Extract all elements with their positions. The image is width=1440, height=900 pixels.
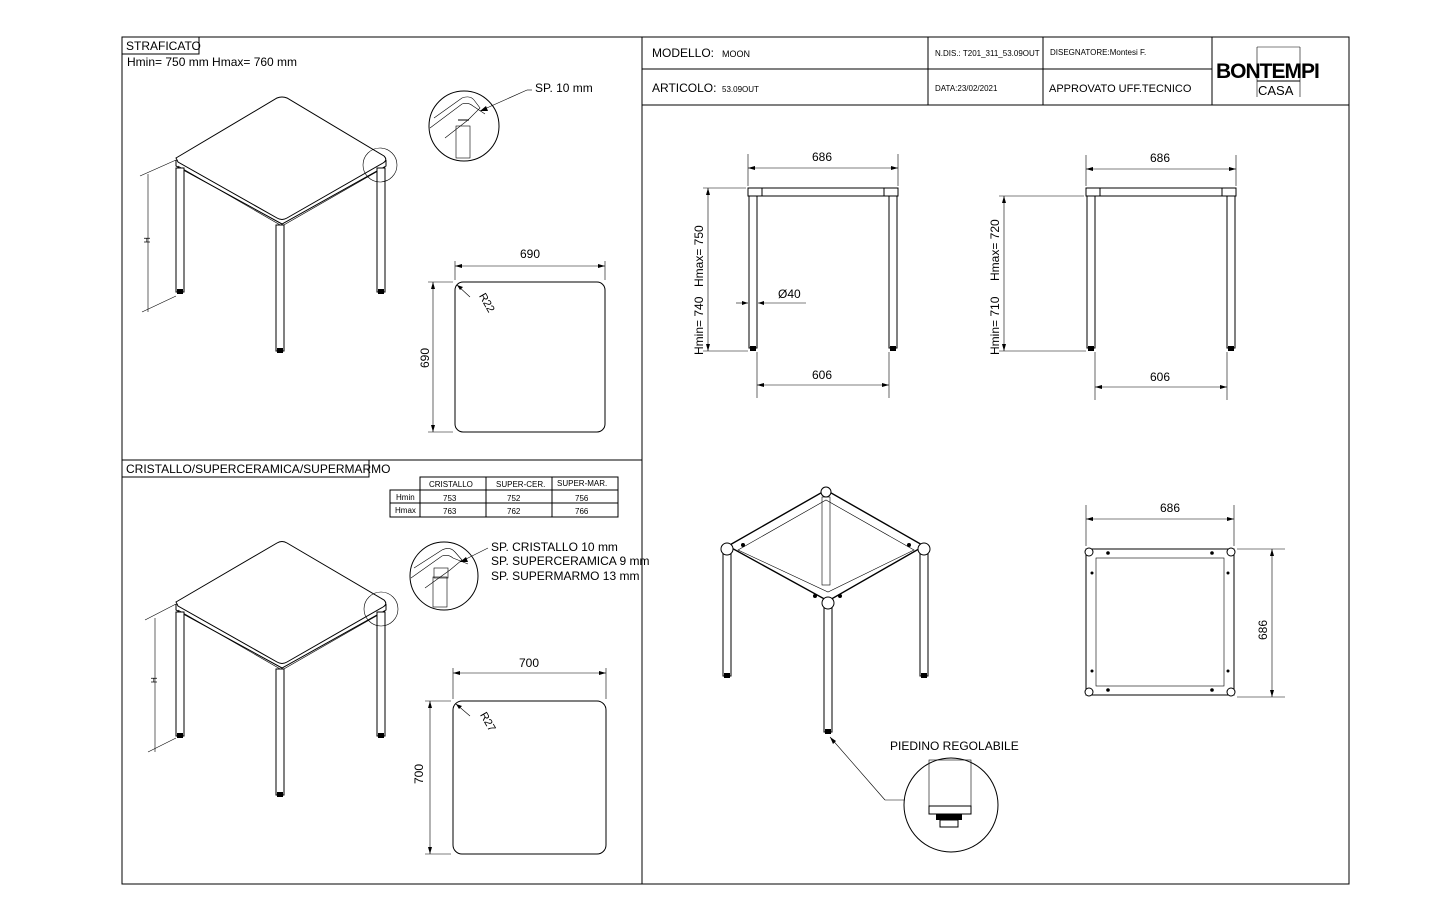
cristallo-top-depth: 700 <box>412 764 426 784</box>
strafficato-top-width: 690 <box>520 247 540 261</box>
strafficato-radius: R22 <box>476 291 496 314</box>
frame-front-view-2: 686 606 Hmax= 720 Hmin= 710 <box>988 151 1237 400</box>
cristallo-top-view: 700 700 R27 <box>412 656 607 855</box>
cristallo-h-symbol: H <box>150 677 159 683</box>
strafficato-top-depth: 690 <box>418 348 432 368</box>
table-header-2: SUPER-CER. <box>496 480 545 489</box>
table-header-3: SUPER-MAR. <box>557 479 607 488</box>
articolo-value: 53.09OUT <box>722 85 759 94</box>
modello-value: MOON <box>722 49 750 59</box>
front1-diameter: Ø40 <box>778 287 801 301</box>
table-row-hmin-label: Hmin <box>396 493 415 502</box>
frame-isometric <box>720 486 931 801</box>
table-header-1: CRISTALLO <box>429 480 473 489</box>
cristallo-radius: R27 <box>477 710 497 733</box>
strafficato-thickness: SP. 10 mm <box>535 81 593 95</box>
table-row-hmin-2: 752 <box>507 494 521 503</box>
table-row-hmax-1: 763 <box>443 507 457 516</box>
front2-hmin: Hmin= 710 <box>988 296 1002 355</box>
front2-hmax: Hmax= 720 <box>988 219 1002 281</box>
strafficato-top-view: 690 690 R22 <box>418 247 606 433</box>
bontempi-logo: BONTEMPI CASA <box>1216 46 1320 98</box>
top-view-width: 686 <box>1160 501 1180 515</box>
height-table: CRISTALLO SUPER-CER. SUPER-MAR. Hmin 753… <box>389 476 619 518</box>
cristallo-panel: CRISTALLO/SUPERCERAMICA/SUPERMARMO CRIST… <box>121 459 649 855</box>
cristallo-thickness-1: SP. CRISTALLO 10 mm <box>491 540 618 554</box>
cristallo-detail-bubble: SP. CRISTALLO 10 mm SP. SUPERCERAMICA 9 … <box>409 540 649 611</box>
drawing-number: N.DIS.: T201_311_53.09OUT <box>935 49 1040 58</box>
front1-inner: 606 <box>812 368 832 382</box>
approval: APPROVATO UFF.TECNICO <box>1049 83 1192 95</box>
logo-main: BONTEMPI <box>1216 60 1319 83</box>
table-row-hmin-1: 753 <box>443 494 457 503</box>
designer: DISEGNATORE:Montesi F. <box>1050 48 1146 57</box>
title-block: MODELLO: MOON N.DIS.: T201_311_53.09OUT … <box>642 37 1349 106</box>
articolo-label: ARTICOLO: <box>652 81 716 95</box>
cristallo-thickness-3: SP. SUPERMARMO 13 mm <box>491 569 639 583</box>
date: DATA:23/02/2021 <box>935 84 998 93</box>
strafficato-title: STRAFICATO <box>126 39 201 53</box>
strafficato-h-symbol: H <box>143 237 152 243</box>
table-row-hmax-2: 762 <box>507 507 521 516</box>
adjustable-foot-detail: PIEDINO REGOLABILE <box>890 739 1019 853</box>
table-row-hmax-3: 766 <box>575 507 589 516</box>
frame-front-view-1: 686 606 Hmax= 750 Hmin= 740 Ø40 <box>692 150 899 398</box>
front1-width: 686 <box>812 150 832 164</box>
strafficato-table-iso: H <box>139 96 398 353</box>
strafficato-heights: Hmin= 750 mm Hmax= 760 mm <box>127 55 297 69</box>
cristallo-table-iso: H <box>144 541 399 797</box>
top-view-depth: 686 <box>1256 620 1270 640</box>
frame-top-view: 686 686 <box>1084 501 1285 698</box>
logo-sub: CASA <box>1258 83 1294 98</box>
front1-hmax: Hmax= 750 <box>692 225 706 287</box>
front2-width: 686 <box>1150 151 1170 165</box>
table-row-hmin-3: 756 <box>575 494 589 503</box>
cristallo-title: CRISTALLO/SUPERCERAMICA/SUPERMARMO <box>126 462 391 476</box>
modello-label: MODELLO: <box>652 46 714 60</box>
foot-label: PIEDINO REGOLABILE <box>890 739 1019 753</box>
front2-inner: 606 <box>1150 370 1170 384</box>
front1-hmin: Hmin= 740 <box>692 296 706 355</box>
table-row-hmax-label: Hmax <box>395 506 416 515</box>
cristallo-top-width: 700 <box>519 656 539 670</box>
strafficato-panel: STRAFICATO Hmin= 750 mm Hmax= 760 mm H <box>121 36 606 433</box>
cristallo-thickness-2: SP. SUPERCERAMICA 9 mm <box>491 554 649 568</box>
strafficato-detail-bubble: SP. 10 mm <box>428 81 593 162</box>
